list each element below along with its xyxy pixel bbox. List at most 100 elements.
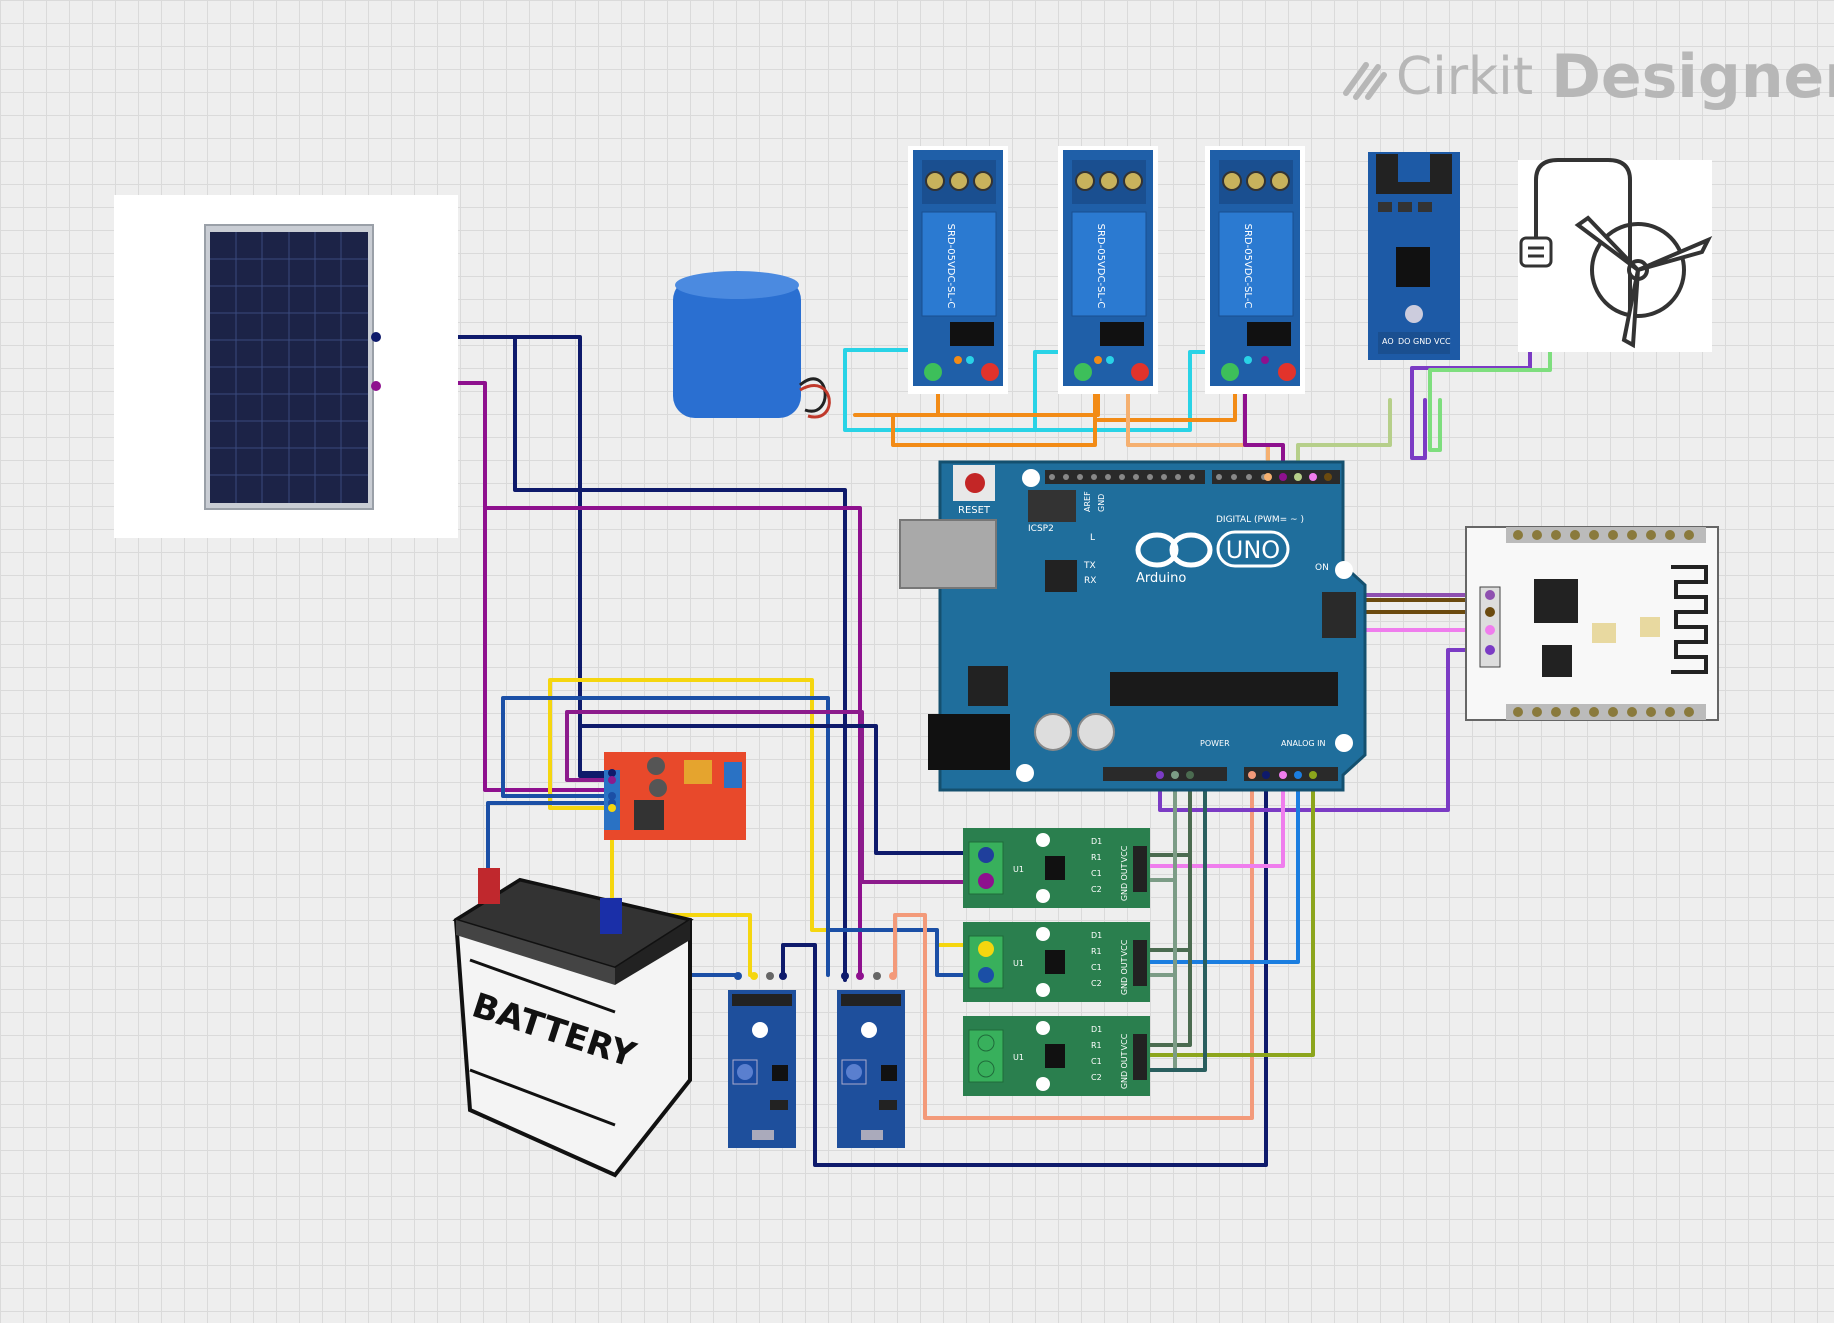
- relay-modules: SRD-05VDC-SL-C SRD-05VDC-SL-C: [908, 146, 1305, 394]
- current-sensor-2-d1: D1: [1091, 931, 1102, 940]
- solar-negative-terminal[interactable]: [371, 381, 381, 391]
- reset-label: RESET: [958, 505, 991, 516]
- wire-violet-fan[interactable]: [1410, 288, 1532, 460]
- pin-gnd[interactable]: [1186, 771, 1194, 779]
- relay-3[interactable]: SRD-05VDC-SL-C: [1205, 146, 1305, 394]
- cirkit-designer-watermark: Cirkit Designer: [1340, 42, 1834, 112]
- esp32-pin-2[interactable]: [1485, 607, 1495, 617]
- charge-controller[interactable]: [604, 752, 746, 840]
- pin-d1[interactable]: [1309, 473, 1317, 481]
- voltage-sensor-1-pin-vcc[interactable]: [734, 972, 742, 980]
- wire-salmon[interactable]: [893, 773, 1254, 1120]
- current-sensor-1-gnd: GND: [1120, 883, 1129, 901]
- current-sensor-1-d1: D1: [1091, 837, 1102, 846]
- relay-1-pin-in[interactable]: [954, 356, 962, 364]
- esp32-pin-4[interactable]: [1485, 645, 1495, 655]
- wire-magenta[interactable]: [565, 710, 987, 884]
- current-sensor-2-r1: R1: [1091, 947, 1102, 956]
- wire-orange[interactable]: [853, 361, 1237, 447]
- pin-a1[interactable]: [1262, 771, 1270, 779]
- icsp-header: [1322, 592, 1356, 638]
- voltage-sensor-2-pin-vcc[interactable]: [841, 972, 849, 980]
- power-label: POWER: [1200, 739, 1230, 748]
- lead-acid-battery[interactable]: BATTERY: [452, 868, 694, 1178]
- pin-d3[interactable]: [1279, 473, 1287, 481]
- digital-label: DIGITAL (PWM= ~ ): [1216, 515, 1304, 525]
- power-jack: [928, 714, 1010, 770]
- current-sensor-1-c2: C2: [1091, 885, 1102, 894]
- voltage-sensor-1[interactable]: [728, 972, 796, 1148]
- reset-button[interactable]: [965, 473, 985, 493]
- current-sensor-1[interactable]: U1 D1 R1 C1 C2 VCC OUT GND: [963, 828, 1150, 908]
- wire-olive-cs[interactable]: [1138, 773, 1315, 1057]
- pin-a4[interactable]: [1309, 771, 1317, 779]
- current-sensor-3-d1: D1: [1091, 1025, 1102, 1034]
- relay-2-pin-in[interactable]: [1094, 356, 1102, 364]
- speed-sensor-pin-do: DO: [1398, 337, 1410, 346]
- wire-blue-3[interactable]: [826, 928, 987, 977]
- current-sensor-2-c2: C2: [1091, 979, 1102, 988]
- wire-gnd-bus[interactable]: [1138, 773, 1192, 1047]
- wire-blue-cs[interactable]: [1138, 773, 1300, 964]
- battery-negative-terminal[interactable]: [600, 898, 622, 934]
- current-sensor-1-chip: U1: [1013, 865, 1024, 874]
- relay-2-model: SRD-05VDC-SL-C: [1095, 224, 1106, 309]
- current-sensor-1-r1: R1: [1091, 853, 1102, 862]
- relay-2-pin-gnd[interactable]: [1106, 356, 1114, 364]
- wire-violet-esp2[interactable]: [1158, 648, 1490, 812]
- wire-solar-navy-2[interactable]: [513, 335, 612, 778]
- solar-panel[interactable]: [114, 195, 458, 538]
- pin-d0[interactable]: [1324, 473, 1332, 481]
- wire-navy-cs[interactable]: [578, 724, 987, 855]
- pin-d4[interactable]: [1264, 473, 1272, 481]
- esp32-module[interactable]: [1465, 526, 1719, 721]
- relay-1[interactable]: SRD-05VDC-SL-C: [908, 146, 1008, 394]
- led-l-label: L: [1090, 533, 1095, 543]
- current-sensor-1-c1: C1: [1091, 869, 1102, 878]
- pin-a2[interactable]: [1279, 771, 1287, 779]
- wire-yellow-2[interactable]: [610, 806, 752, 977]
- speed-sensor[interactable]: AO DO GND VCC: [1368, 152, 1460, 360]
- wire-teal-bus[interactable]: [1138, 773, 1207, 1072]
- icsp2-label: ICSP2: [1028, 524, 1054, 534]
- relay-3-pin-in[interactable]: [1244, 356, 1252, 364]
- solar-positive-terminal[interactable]: [371, 332, 381, 342]
- voltage-sensor-1-pin-ao[interactable]: [779, 972, 787, 980]
- tx-label: TX: [1083, 561, 1096, 571]
- pin-a3[interactable]: [1294, 771, 1302, 779]
- current-sensor-3[interactable]: U1 D1 R1 C1 C2 VCC OUT GND: [963, 1016, 1150, 1096]
- voltage-sensor-2-pin-gnd[interactable]: [856, 972, 864, 980]
- esp32-pin-3[interactable]: [1485, 625, 1495, 635]
- current-sensor-2-chip: U1: [1013, 959, 1024, 968]
- wire-blue[interactable]: [501, 696, 830, 977]
- current-sensor-2[interactable]: U1 D1 R1 C1 C2 VCC OUT GND: [963, 922, 1150, 1002]
- rx-label: RX: [1084, 576, 1096, 586]
- pin-3v3[interactable]: [1156, 771, 1164, 779]
- usb-port: [899, 519, 997, 589]
- current-sensor-1-vcc: VCC: [1120, 845, 1129, 862]
- relay-3-pin-gnd[interactable]: [1261, 356, 1269, 364]
- battery-positive-terminal[interactable]: [478, 868, 500, 904]
- voltage-sensor-2[interactable]: [837, 972, 905, 1148]
- on-label: ON: [1315, 563, 1329, 573]
- pin-d2[interactable]: [1294, 473, 1302, 481]
- esp32-pin-1[interactable]: [1485, 590, 1495, 600]
- arduino-uno[interactable]: RESET ICSP2 AREF GND DIGITAL (PWM= ~ ) L…: [899, 460, 1367, 792]
- wire-green-fan[interactable]: [1428, 288, 1552, 452]
- watermark-product: Designer: [1551, 42, 1834, 112]
- power-header: [1103, 767, 1227, 781]
- fan-motor[interactable]: [1518, 158, 1713, 352]
- voltage-sensor-1-pin-gnd[interactable]: [750, 972, 758, 980]
- wire-solar-purple-2[interactable]: [483, 506, 612, 792]
- voltage-sensor-2-pin-do[interactable]: [873, 972, 881, 980]
- lipo-battery[interactable]: [673, 271, 831, 419]
- wire-pink-cs[interactable]: [1138, 773, 1285, 868]
- relay-1-pin-gnd[interactable]: [966, 356, 974, 364]
- cirkit-logo-icon: [1343, 62, 1387, 100]
- relay-2[interactable]: SRD-05VDC-SL-C: [1058, 146, 1158, 394]
- pin-5v[interactable]: [1171, 771, 1179, 779]
- voltage-sensor-1-pin-do[interactable]: [766, 972, 774, 980]
- voltage-sensor-2-pin-ao[interactable]: [889, 972, 897, 980]
- pin-a0[interactable]: [1248, 771, 1256, 779]
- wire-navy-bottom[interactable]: [781, 773, 1268, 1167]
